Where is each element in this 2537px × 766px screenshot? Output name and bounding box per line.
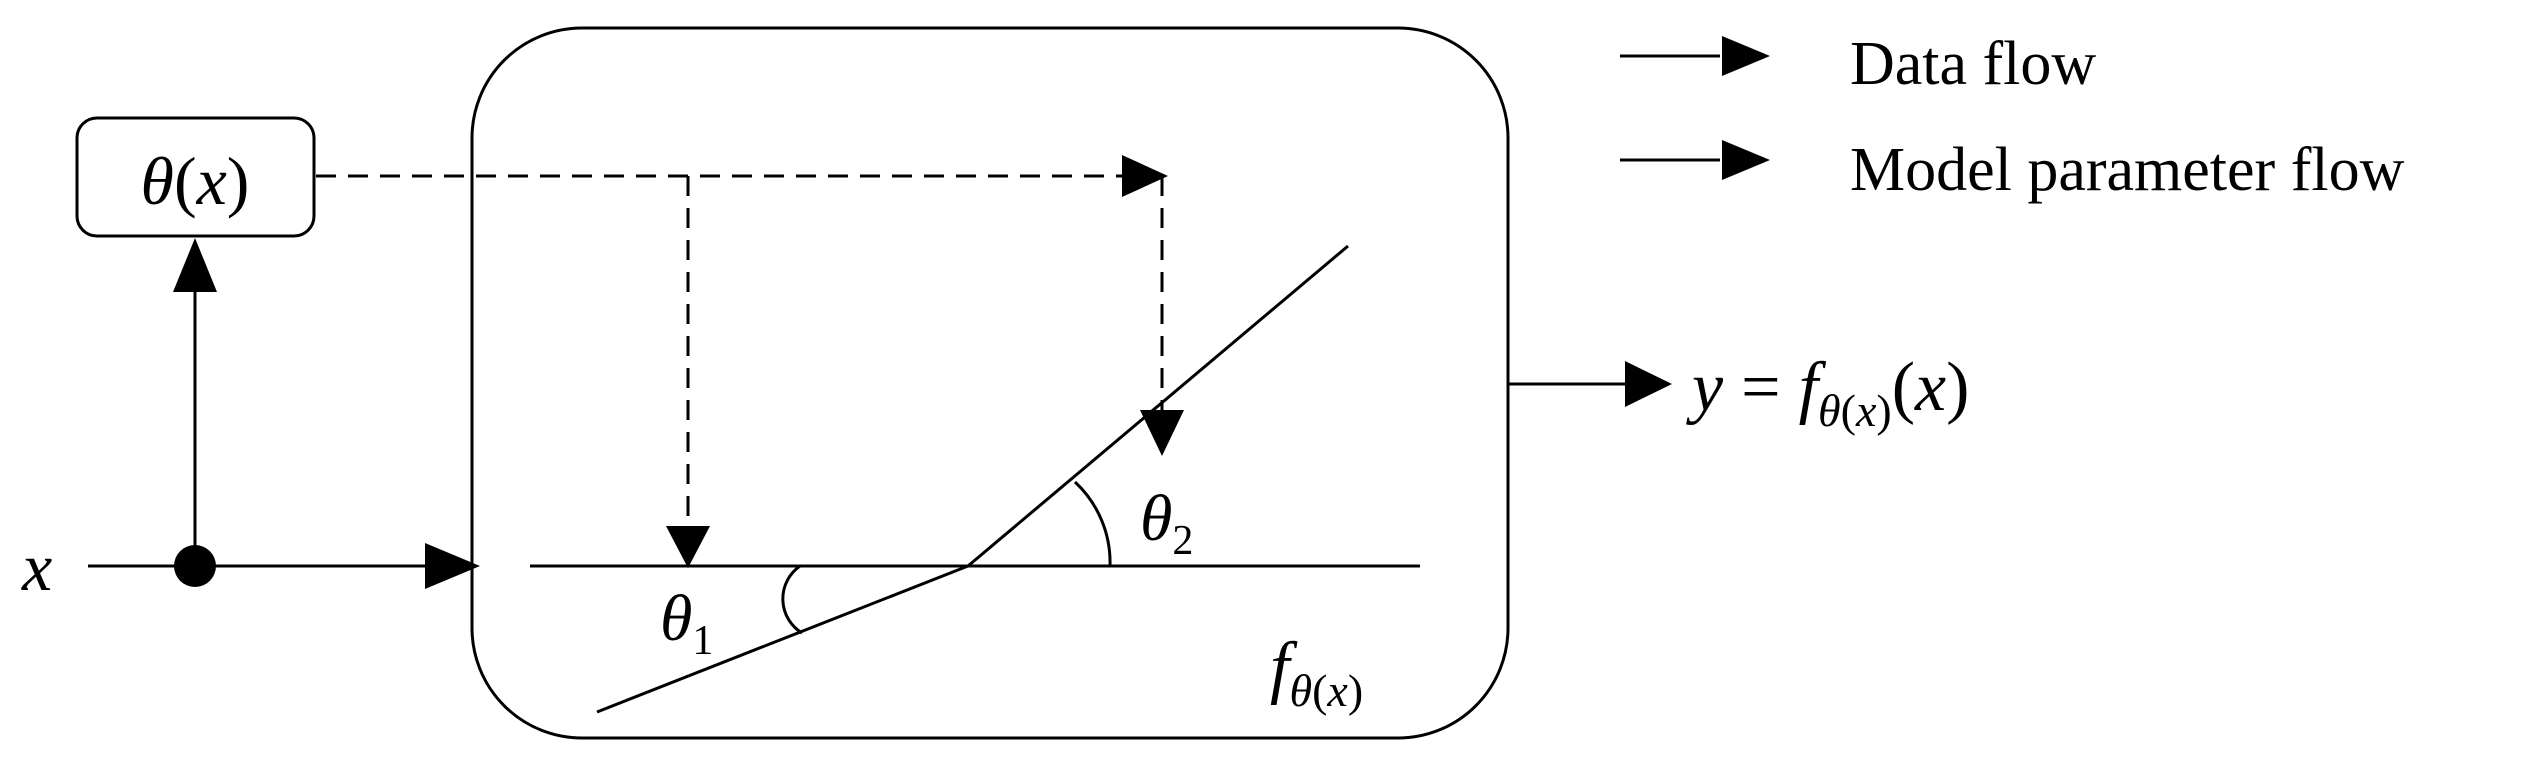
legend: Data flow Model parameter flow	[1620, 30, 2405, 204]
input-arrowhead	[425, 543, 480, 589]
theta2-param-arrowhead	[1140, 410, 1184, 456]
output-arrowhead	[1625, 361, 1672, 407]
theta1-param-arrowhead	[666, 526, 710, 568]
theta1-label: θ1	[660, 582, 713, 664]
param-box-border	[75, 116, 316, 238]
theta1-angle-arc	[781, 564, 803, 635]
legend-data-flow-arrowhead	[1722, 36, 1770, 76]
legend-param-flow-arrowhead	[1722, 140, 1770, 180]
legend-data-flow-label: Data flow	[1850, 30, 2096, 98]
branch-up-arrowhead	[173, 238, 217, 292]
input-flow: x	[21, 238, 480, 605]
model-function-label: fθ(x)	[1270, 629, 1363, 716]
legend-param-flow-label: Model parameter flow	[1850, 136, 2405, 204]
lower-segment	[596, 564, 969, 714]
theta2-label: θ2	[1140, 482, 1193, 564]
model-box: θ1 θ2 fθ(x)	[470, 26, 1510, 740]
param-flow-main-arrowhead	[1122, 155, 1168, 197]
output-flow: y=fθ(x)(x)	[1508, 349, 1969, 436]
input-x-label: x	[21, 529, 52, 605]
parameter-flow	[316, 155, 1184, 568]
output-equation: y=fθ(x)(x)	[1686, 349, 1969, 436]
param-generator-box: θ(x)	[75, 116, 316, 238]
param-box-label: θ(x)	[141, 143, 250, 219]
model-box-border	[470, 26, 1510, 740]
theta2-angle-arc	[1073, 480, 1112, 567]
upper-segment	[967, 244, 1349, 568]
